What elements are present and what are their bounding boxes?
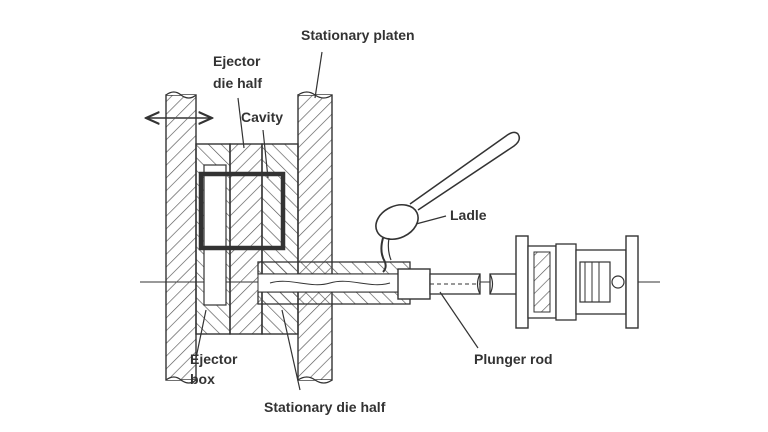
ladle-label: Ladle xyxy=(450,207,487,223)
ejector-box-label-line2: box xyxy=(190,371,215,387)
stationary-platen-label: Stationary platen xyxy=(301,27,415,43)
stationary-platen xyxy=(297,91,333,384)
shot-sleeve xyxy=(257,261,411,305)
plunger xyxy=(397,268,481,300)
moving-platen xyxy=(165,91,197,384)
plunger-rod-label: Plunger rod xyxy=(474,351,553,367)
stationary-die-half-label: Stationary die half xyxy=(264,399,386,415)
ladle xyxy=(375,131,521,273)
hydraulic-cylinder xyxy=(515,235,639,329)
ejector-box-label-line1: Ejector xyxy=(190,351,238,367)
ejector-die-half-label-line1: Ejector xyxy=(213,53,261,69)
leader-lines xyxy=(195,51,479,391)
cavity xyxy=(198,171,286,251)
ejector-die-half-label-line2: die half xyxy=(213,75,262,91)
cavity-label: Cavity xyxy=(241,109,283,125)
